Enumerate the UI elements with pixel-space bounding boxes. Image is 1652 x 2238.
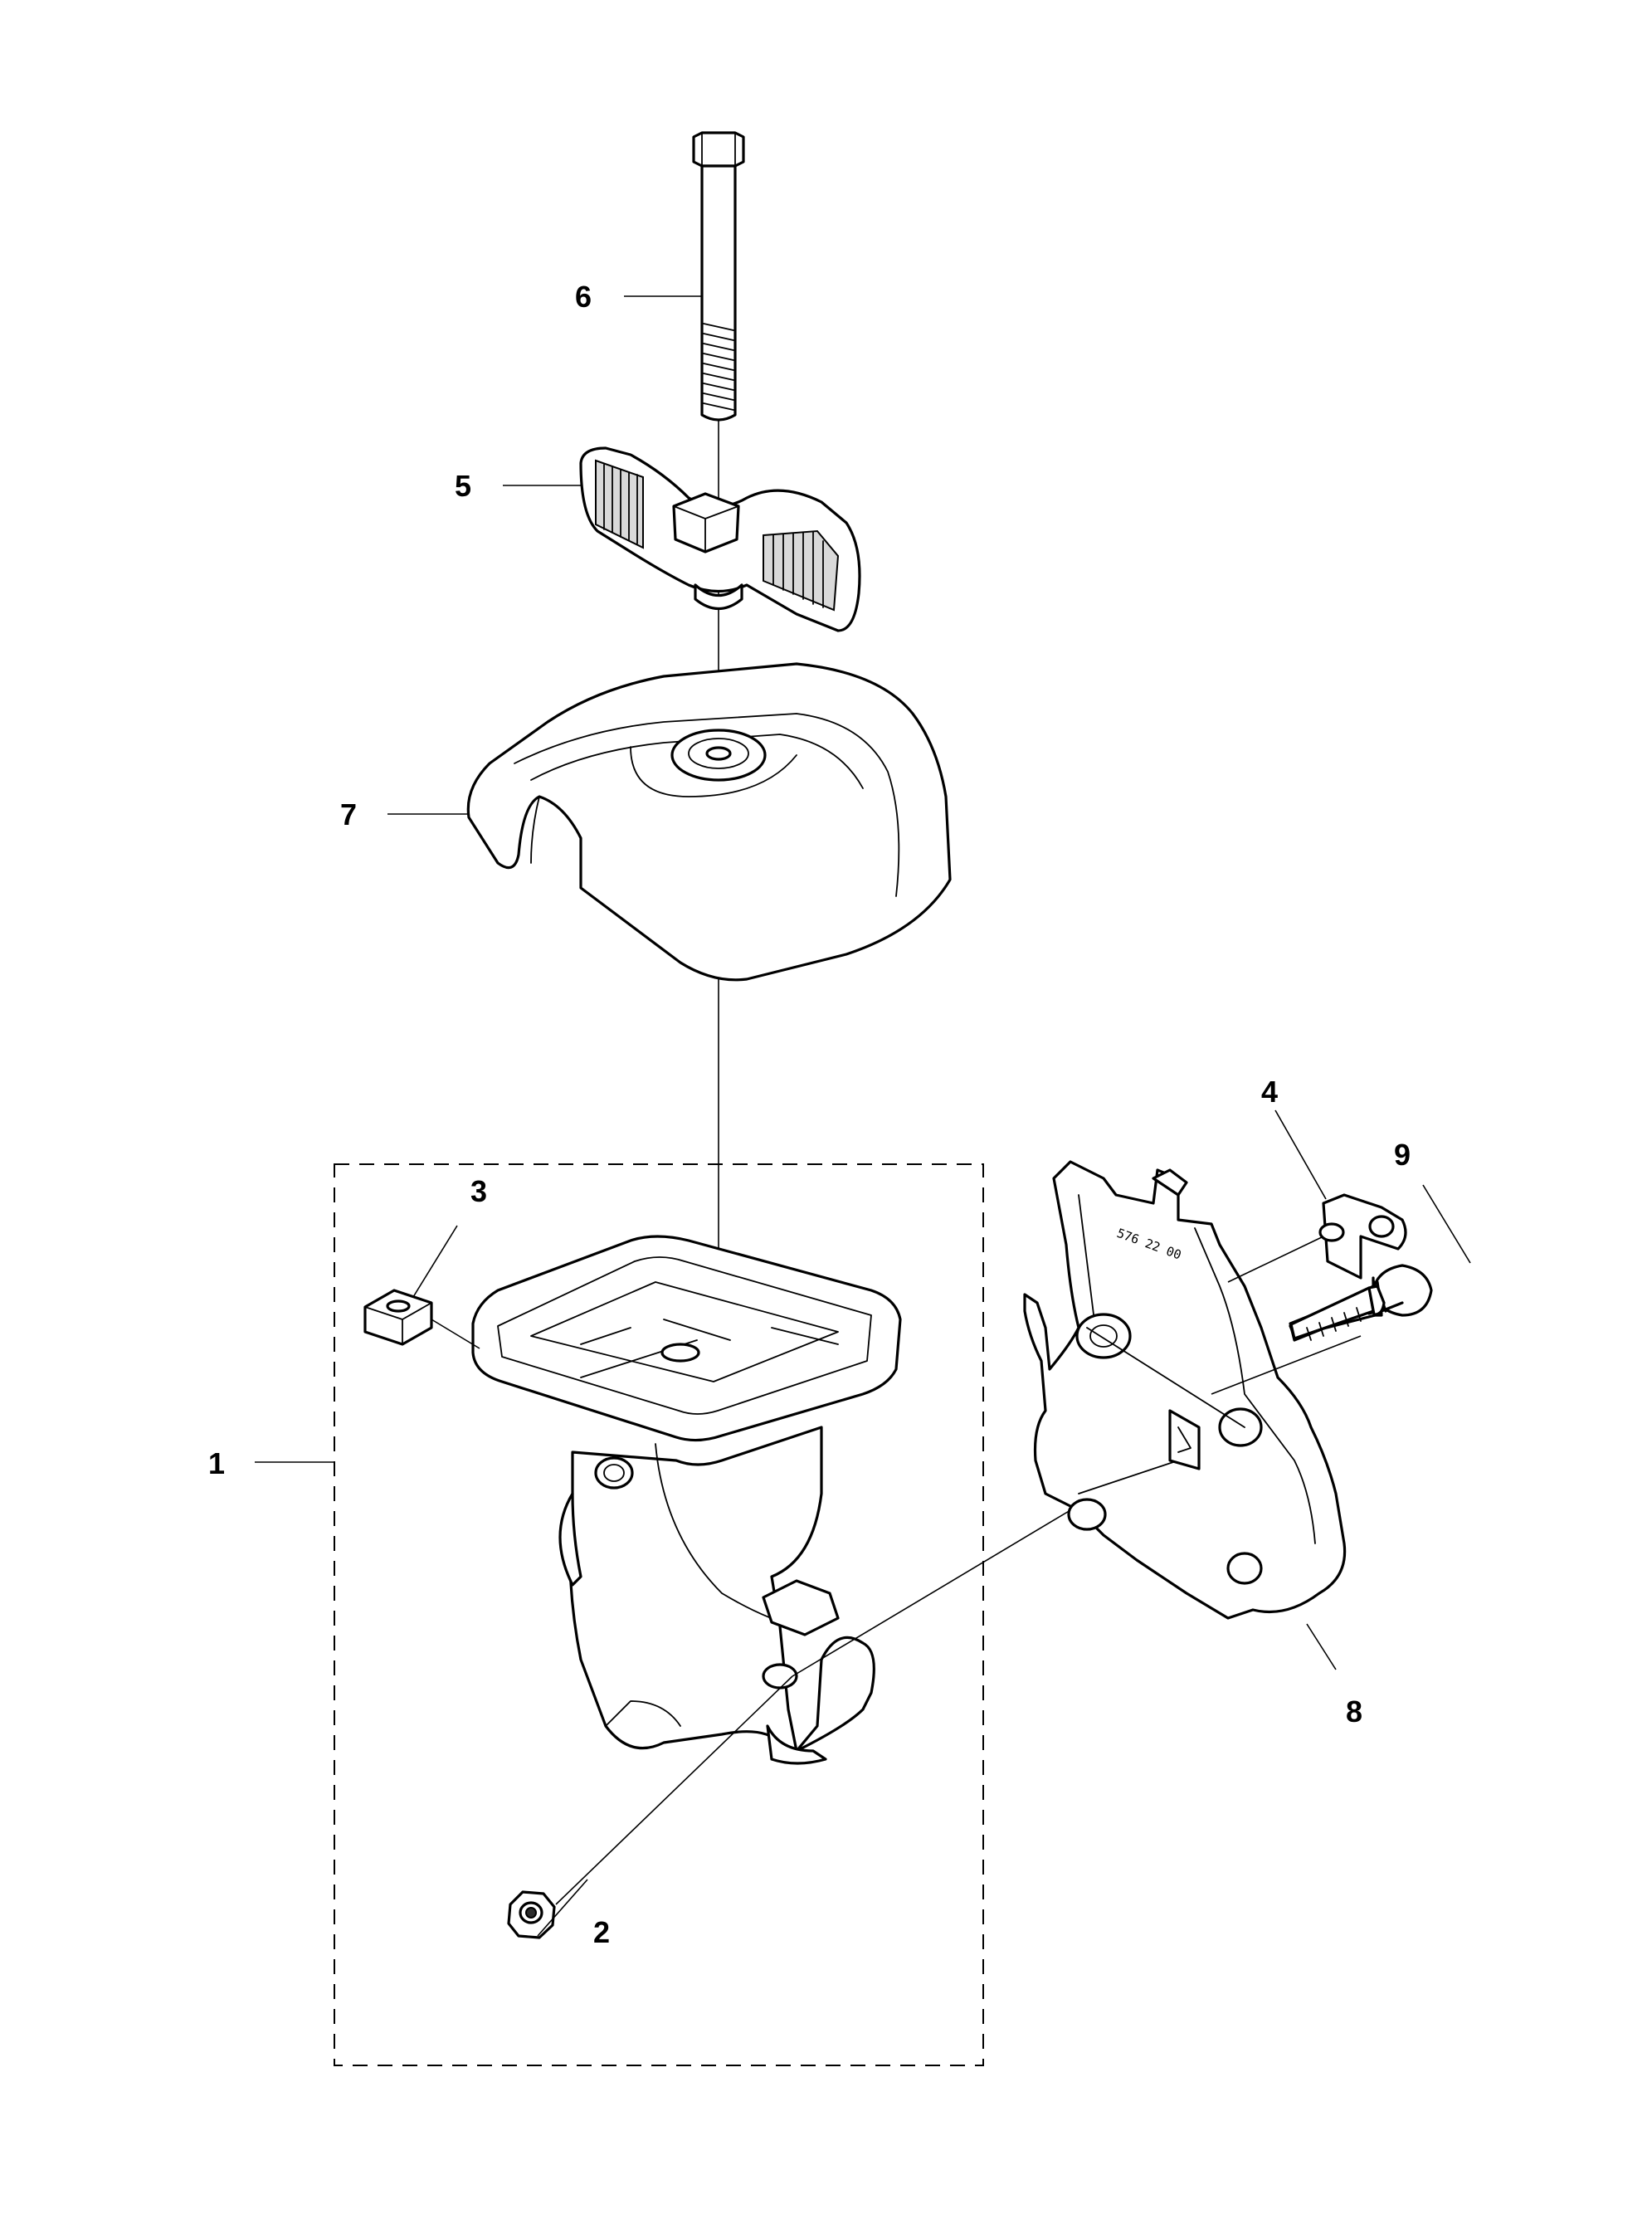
callout-6: 6 (575, 280, 592, 314)
bracket-part-8: 576 22 00 (1023, 1160, 1347, 1620)
bolt-part-6 (692, 131, 745, 422)
callout-5: 5 (455, 469, 471, 503)
filter-housing-part-1 (471, 1235, 902, 1765)
leader-line-3 (412, 1225, 458, 1298)
callout-1: 1 (208, 1446, 225, 1480)
leader-line-4b (1227, 1236, 1324, 1283)
callout-7: 7 (340, 797, 357, 831)
leader-line-2 (537, 1879, 588, 1937)
callout-2: 2 (593, 1915, 610, 1949)
leader-line-8 (1306, 1623, 1337, 1670)
leader-line-3b (431, 1319, 480, 1349)
leader-line-4 (1274, 1109, 1327, 1200)
assembly-box-item-1 (334, 1163, 984, 2066)
clip-part-4 (1318, 1193, 1407, 1280)
wing-nut-part-5 (579, 446, 861, 632)
callout-9: 9 (1394, 1138, 1411, 1172)
hex-nut-part-2 (507, 1890, 556, 1939)
callout-3: 3 (470, 1174, 487, 1208)
leader-line-9b (1211, 1335, 1362, 1395)
screw-part-9 (1289, 1264, 1433, 1342)
callout-8: 8 (1346, 1694, 1362, 1728)
leader-line-9 (1422, 1184, 1471, 1264)
leader-line-2c (792, 1509, 1071, 1677)
square-nut-part-3 (363, 1289, 433, 1346)
leader-line-2b (555, 1675, 793, 1905)
filter-cover-part-7 (466, 662, 952, 982)
callout-4: 4 (1261, 1075, 1278, 1109)
